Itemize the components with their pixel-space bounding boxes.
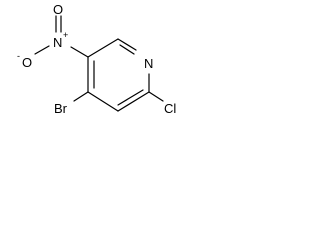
atom-n-nitro: N: [53, 35, 62, 50]
bond-c5-c6: [87, 38, 119, 58]
ring-bonds: [87, 38, 150, 112]
bond-c2-cl: [148, 91, 164, 102]
bond-c6-n1: [117, 38, 137, 51]
bond-c4-br: [73, 91, 89, 102]
bond-c2-c3-inner: [117, 89, 144, 106]
atom-labels: N Cl Br N + O O -: [17, 2, 176, 116]
bond-c5-nnitro: [70, 46, 89, 58]
charge-minus: -: [17, 51, 20, 61]
atom-o-left: O: [22, 55, 32, 70]
bond-c3-c4: [87, 91, 119, 112]
atom-n-ring: N: [144, 56, 153, 71]
charge-plus: +: [63, 30, 68, 40]
atom-cl: Cl: [164, 101, 176, 116]
structure-diagram: N Cl Br N + O O -: [17, 2, 176, 116]
atom-o-top: O: [53, 2, 63, 17]
bond-nnitro-oleft: [34, 45, 50, 55]
bond-c2-c3: [117, 91, 150, 112]
substituent-bonds: [34, 15, 164, 102]
atom-br: Br: [54, 101, 68, 116]
bond-c6-n1-inner: [119, 44, 135, 55]
